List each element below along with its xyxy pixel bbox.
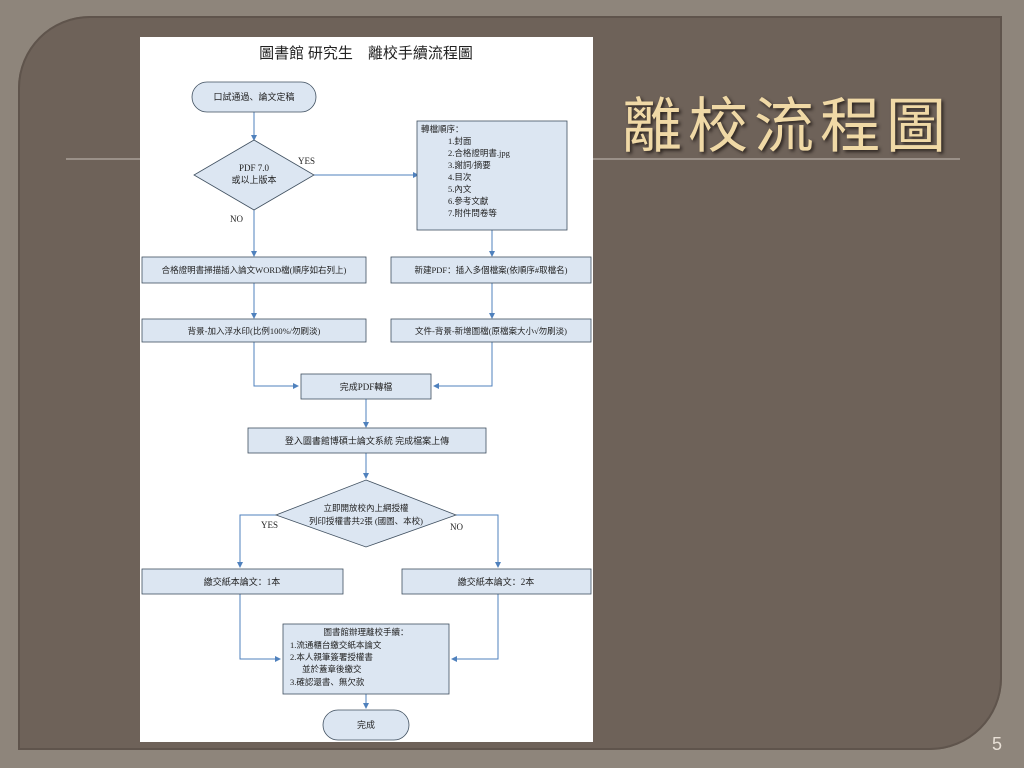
auth-decision-line1: 立即開放校內上網授權 xyxy=(323,503,409,513)
pdf-decision-line2: 或以上版本 xyxy=(231,174,276,185)
convert-order-item: 2.合格證明書.jpg xyxy=(448,148,511,158)
library-procedure-label: 圖書館辦理離校手續： xyxy=(323,627,408,637)
left-step1-box xyxy=(141,256,367,284)
pdf-decision-no: NO xyxy=(230,214,243,224)
pdf-decision-line1: PDF 7.0 xyxy=(239,163,270,173)
convert-order-item: 7.附件問卷等 xyxy=(448,208,497,218)
library-procedure-box xyxy=(282,623,450,695)
pdf-decision-yes: YES xyxy=(298,156,315,166)
auth-decision-line2: 列印授權書共2張 (國圖、本校) xyxy=(309,516,423,526)
flowchart-diagram: 圖書館 研究生 離校手續流程圖 口試通過、論 xyxy=(141,44,592,741)
flowchart-heading: 圖書館 研究生 離校手續流程圖 xyxy=(259,44,473,62)
convert-order-item: 3.謝詞/摘要 xyxy=(448,160,491,170)
convert-order-item: 5.內文 xyxy=(448,184,472,194)
library-procedure-item: 並於蓋章後繳交 xyxy=(302,664,362,674)
complete-pdf-label: 完成PDF轉檔 xyxy=(340,381,393,392)
right-step1-label: 新建PDF：插入多個檔案(依順序#取檔名) xyxy=(414,265,567,275)
convert-order-item: 4.目次 xyxy=(448,172,472,182)
library-procedure-item: 1.流通櫃台繳交紙本論文 xyxy=(290,640,382,650)
library-procedure-item: 3.確認還書、無欠款 xyxy=(290,677,365,687)
complete-pdf-box xyxy=(300,373,432,400)
right-step2-label: 文件-背景-新增圖檔(原檔案大小√勿刷淡) xyxy=(415,326,567,336)
right-step1-box xyxy=(390,256,592,284)
auth-decision-no: NO xyxy=(450,522,463,532)
page-number: 5 xyxy=(992,734,1003,754)
library-procedure-item: 2.本人親筆簽署授權書 xyxy=(290,652,373,662)
pdf-version-decision xyxy=(193,139,315,211)
upload-box xyxy=(247,427,487,454)
convert-order-label: 轉檔順序： xyxy=(421,124,464,134)
submit-two-label: 繳交紙本論文：2本 xyxy=(458,576,535,587)
start-node-label: 口試通過、論文定稿 xyxy=(213,91,294,102)
submit-one-label: 繳交紙本論文：1本 xyxy=(204,576,281,587)
right-step2-box xyxy=(390,318,592,343)
convert-order-box xyxy=(416,120,568,231)
submit-two-box xyxy=(401,568,592,595)
end-node-label: 完成 xyxy=(357,719,375,730)
slide-title: 離校流程圖 xyxy=(622,92,952,162)
left-step2-box xyxy=(141,318,367,343)
convert-order-item: 6.參考文獻 xyxy=(448,196,489,206)
end-node xyxy=(322,709,410,741)
left-step2-label: 背景-加入浮水印(比例100%/勿刷淡) xyxy=(188,326,321,336)
start-node xyxy=(191,81,317,113)
auth-decision-yes: YES xyxy=(261,520,278,530)
upload-label: 登入圖書館博碩士論文系統 完成檔案上傳 xyxy=(285,435,449,446)
flowchart-image[interactable]: 圖書館 研究生 離校手續流程圖 口試通過、論 xyxy=(140,37,593,742)
authorization-decision xyxy=(274,479,458,548)
left-step1-label: 合格證明書掃描插入論文WORD檔(順序如右列上) xyxy=(162,265,347,275)
submit-one-box xyxy=(141,568,344,595)
flow-connectors xyxy=(237,112,501,709)
convert-order-item: 1.封面 xyxy=(448,136,472,146)
